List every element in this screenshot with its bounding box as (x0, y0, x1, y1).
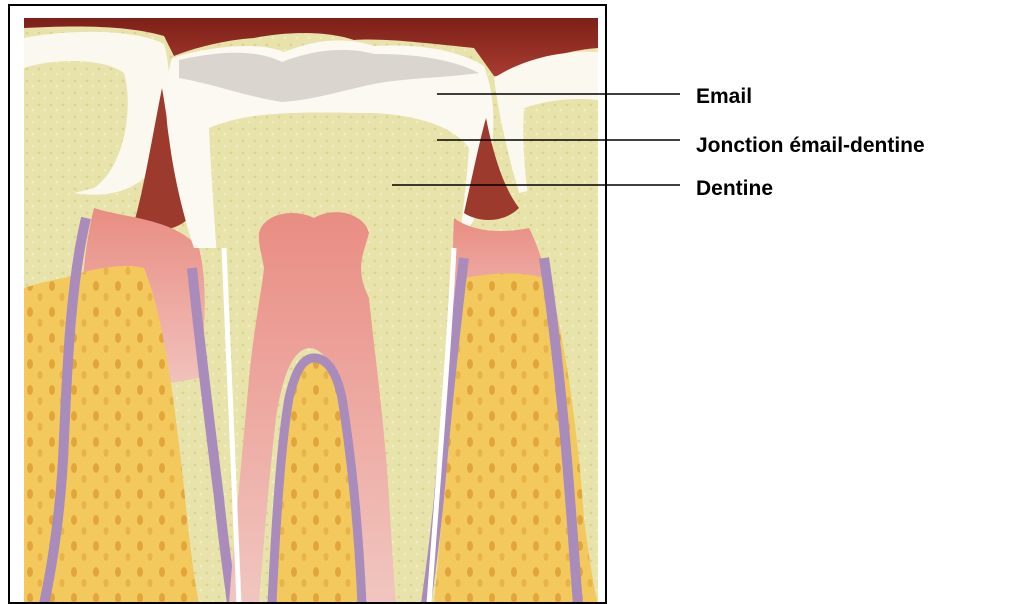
dentine-label: Dentine (696, 177, 773, 201)
illustration-frame (8, 4, 607, 604)
jonction-email-dentine-label: Jonction émail-dentine (696, 134, 925, 158)
email-label: Email (696, 85, 752, 109)
right-tooth-dentine (523, 99, 598, 218)
tooth-cross-section-illustration (24, 18, 598, 604)
